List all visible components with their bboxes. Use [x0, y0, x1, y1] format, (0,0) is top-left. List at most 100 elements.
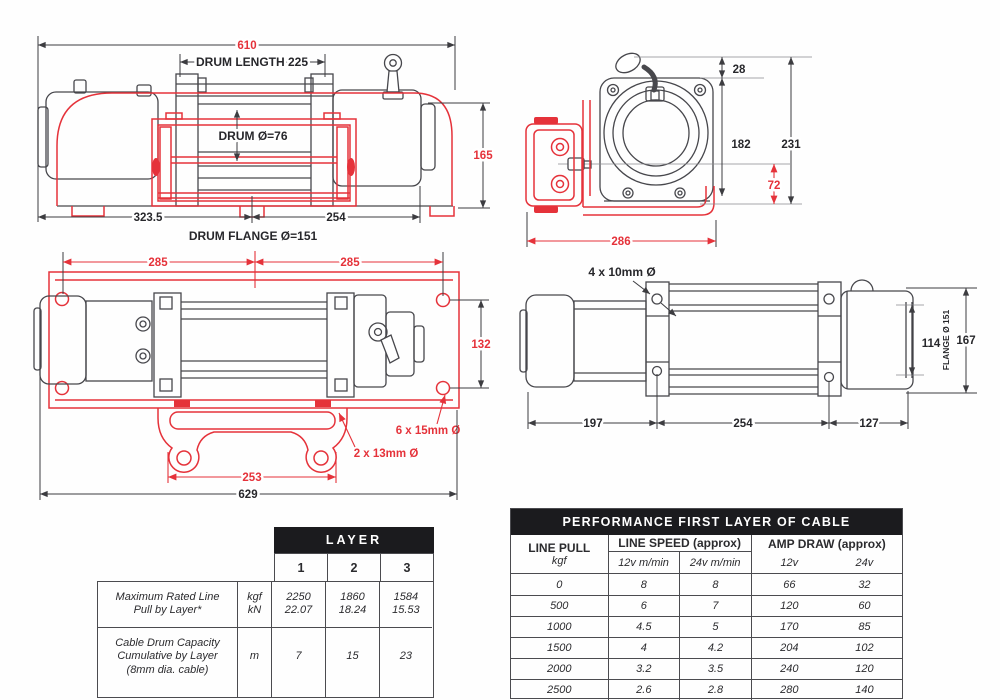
- label-line: Cable Drum Capacity: [115, 636, 220, 649]
- table-row: 0 8 8 66 32: [511, 574, 902, 595]
- label-line: (8mm dia. cable): [126, 663, 209, 676]
- dim-overall-height: 231: [781, 139, 801, 151]
- value: 2000: [511, 659, 609, 679]
- unit-m: m: [249, 649, 260, 662]
- value: 4.2: [680, 638, 752, 658]
- label-line: Cumulative by Layer: [117, 650, 218, 662]
- value: 120: [780, 600, 799, 612]
- dim-hole-span-right: 285: [340, 257, 360, 269]
- value: 140: [855, 684, 874, 696]
- technical-drawing: 610 DRUM LENGTH 225 DRUM Ø=76 165 323.5 …: [33, 36, 978, 504]
- unit-kgf: kgf: [247, 590, 262, 603]
- top-view-drawing: 285 285 132 6 x 15mm Ø 2 x 13mm Ø 253 62…: [33, 251, 493, 504]
- layer-table-header: LAYER: [274, 527, 434, 553]
- value: 18.24: [338, 604, 367, 616]
- unit-kn: kN: [247, 604, 262, 616]
- value: 7: [680, 596, 752, 616]
- value: 2.8: [680, 680, 752, 700]
- value: 1000: [511, 617, 609, 637]
- flange-label: FLANGE Ø 151: [941, 310, 951, 371]
- dim-bolt-spacing: 254: [326, 212, 346, 224]
- table-row: 2500 2.6 2.8 280 140: [511, 679, 902, 700]
- col-amp-24v: 24v: [855, 556, 874, 569]
- value: 240: [780, 663, 799, 675]
- note-plate-holes: 6 x 15mm Ø: [396, 425, 461, 437]
- col-speed-24v: 24v m/min: [689, 556, 741, 569]
- front-view-drawing: 610 DRUM LENGTH 225 DRUM Ø=76 165 323.5 …: [37, 36, 496, 243]
- value-cell: 7: [271, 626, 325, 697]
- dim-side-overall-height: 167: [956, 335, 975, 347]
- dim-overall-depth: 286: [611, 236, 630, 248]
- layer-number-row: 1 2 3: [274, 553, 434, 582]
- layer-col-3: 3: [380, 554, 433, 581]
- dim-centerline-height: 72: [768, 180, 781, 192]
- value: 5: [680, 617, 752, 637]
- dim-hole-span-left: 285: [148, 257, 168, 269]
- dim-mount-height: 182: [731, 139, 750, 151]
- dim-side-bolt-spacing: 254: [733, 418, 753, 430]
- row-label-drum-capacity: Cable Drum Capacity Cumulative by Layer …: [98, 626, 237, 697]
- value: 32: [858, 578, 871, 591]
- table-row: 1500 4 4.2 204 102: [511, 637, 902, 658]
- line-speed-header: LINE SPEED (approx) 12v m/min 24v m/min: [608, 535, 752, 573]
- value: 2500: [511, 680, 609, 700]
- value: 1860: [340, 590, 365, 603]
- value: 8: [609, 574, 681, 595]
- value: 7: [295, 649, 302, 662]
- dim-height: 165: [473, 150, 493, 162]
- dim-fairlead-hole-spacing: 253: [242, 472, 261, 484]
- value-cell: 1860 18.24: [325, 581, 379, 627]
- value: 500: [511, 596, 609, 616]
- col-amp-draw: AMP DRAW (approx): [767, 536, 886, 551]
- col-speed-12v: 12v m/min: [609, 552, 680, 573]
- table-row: 500 6 7 120 60: [511, 595, 902, 616]
- performance-table-title: PERFORMANCE FIRST LAYER OF CABLE: [511, 509, 902, 535]
- dim-overall-width: 610: [237, 40, 256, 52]
- dim-hole-span-vertical: 132: [471, 339, 490, 351]
- value: 60: [858, 600, 871, 612]
- table-row: 2000 3.2 3.5 240 120: [511, 658, 902, 679]
- value-cell: 2250 22.07: [271, 581, 325, 627]
- value: 1584: [393, 590, 419, 603]
- dim-drum-flange-inner: 114: [922, 338, 941, 350]
- note-bracket-holes: 4 x 10mm Ø: [588, 265, 655, 279]
- value: 15.53: [392, 604, 420, 616]
- value: 2250: [286, 590, 311, 603]
- value: 15: [346, 649, 359, 662]
- label-line: Maximum Rated Line: [115, 590, 220, 603]
- value: 120: [855, 663, 874, 675]
- dim-drum-flange: DRUM FLANGE Ø=151: [189, 229, 318, 243]
- value: 22.07: [284, 604, 313, 616]
- value-cell: 23: [379, 626, 432, 697]
- col-amp-12v: 12v: [780, 556, 799, 569]
- dim-offset-left: 323.5: [134, 212, 163, 224]
- value: 1500: [511, 638, 609, 658]
- value: 204: [780, 642, 799, 654]
- layer-col-1: 1: [297, 560, 305, 575]
- value: 4: [609, 638, 681, 658]
- table-row: 1000 4.5 5 170 85: [511, 616, 902, 637]
- col-line-pull: LINE PULL: [528, 541, 591, 555]
- value: 23: [399, 649, 413, 662]
- value: 66: [783, 578, 796, 591]
- unit-cell: m: [237, 626, 271, 697]
- col-line-pull-unit: kgf: [551, 555, 567, 567]
- value: 6: [609, 596, 681, 616]
- value: 170: [780, 621, 799, 633]
- dim-drum-length: DRUM LENGTH 225: [196, 55, 308, 69]
- row-label-line-pull: Maximum Rated Line Pull by Layer*: [98, 582, 237, 627]
- note-fairlead-holes: 2 x 13mm Ø: [354, 448, 419, 460]
- dim-overall-length: 629: [238, 489, 257, 501]
- unit-cell: kgf kN: [237, 581, 271, 627]
- value: 102: [855, 642, 874, 654]
- value: 3.2: [609, 659, 681, 679]
- side-view-drawing: 4 x 10mm Ø 114 FLANGE Ø 151 167 197 254 …: [519, 265, 978, 433]
- layer-capacity-table: LAYER 1 2 3 Maximum Rated Line Pull by L…: [97, 527, 434, 698]
- line-pull-header: LINE PULL kgf: [511, 535, 609, 573]
- dim-drum-diameter: DRUM Ø=76: [218, 129, 287, 143]
- dim-gear-length: 127: [859, 418, 878, 430]
- layer-table-body: Maximum Rated Line Pull by Layer* kgf kN…: [97, 580, 434, 698]
- value: 280: [780, 684, 799, 696]
- value-cell: 15: [325, 626, 379, 697]
